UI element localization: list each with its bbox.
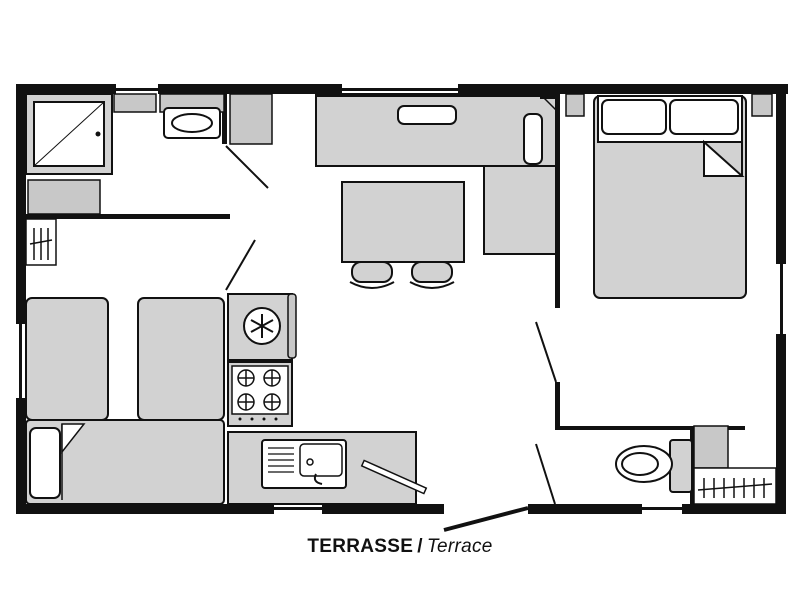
door-swings	[225, 145, 557, 532]
boiler-cabinet	[693, 425, 777, 505]
caption-label-en: Terrace	[426, 536, 493, 557]
door-bathroom	[225, 145, 269, 189]
cushion-side-icon	[523, 113, 543, 165]
double-bed	[593, 95, 747, 299]
wall-bottom-left	[16, 504, 274, 514]
wall-top-right	[458, 84, 788, 94]
bunk-bed	[25, 419, 225, 505]
wall-left-bottom	[16, 398, 26, 514]
toilet	[615, 439, 693, 493]
window-bottom-right	[642, 507, 682, 510]
caption-label-fr: TERRASSE	[307, 536, 414, 557]
window-right	[780, 264, 783, 334]
stool-right	[409, 261, 455, 289]
wall-left-top	[16, 84, 26, 324]
shelf-tile	[113, 93, 157, 113]
towel-rail	[27, 179, 101, 215]
door-entrance	[443, 506, 529, 532]
pillow-icon	[601, 99, 667, 135]
stove	[227, 361, 293, 427]
twin-bed-right	[137, 297, 225, 421]
wall-bottom-far	[682, 504, 786, 514]
wall-bath-partition	[26, 214, 230, 219]
door-wc	[535, 443, 556, 505]
door-bedroom2	[225, 239, 256, 291]
wall-top-left	[16, 84, 116, 94]
wall-bedroom-left-bottom	[555, 382, 560, 430]
caption-separator: /	[417, 536, 423, 557]
wall-right-top	[776, 84, 786, 264]
bench-seat	[315, 93, 557, 255]
washbasin	[159, 93, 225, 139]
wall-right-bottom	[776, 334, 786, 514]
window-top	[342, 88, 458, 91]
shower	[25, 93, 113, 175]
stool-icon	[351, 261, 393, 283]
toilet-icon	[621, 452, 659, 476]
cutting-board	[360, 459, 428, 495]
stool-left	[349, 261, 395, 289]
wall-bottom-mid	[322, 504, 444, 514]
stove-burner-icon	[237, 369, 281, 411]
window-bottom-left	[274, 507, 322, 510]
window-left	[19, 324, 22, 398]
pillow-icon	[669, 99, 739, 135]
kitchen-counter	[227, 431, 428, 505]
wall-kitchen-post	[222, 94, 227, 144]
terrace-caption: TERRASSE/Terrace	[0, 536, 800, 558]
window-top-left	[116, 88, 158, 91]
outer-walls	[16, 84, 788, 514]
wardrobe-post-right	[751, 93, 773, 117]
bathroom-cabinet	[229, 93, 273, 145]
twin-bed-left	[25, 297, 109, 421]
pillow-icon	[29, 427, 61, 499]
cushion-icon	[397, 105, 457, 125]
wall-bedroom-bottom	[555, 426, 745, 430]
wardrobe-post-left	[565, 93, 585, 117]
snowflake-icon	[250, 314, 274, 338]
wall-bottom-right	[528, 504, 642, 514]
heater-rack	[25, 218, 57, 266]
fridge	[227, 293, 297, 361]
wall-bedroom-left-top	[555, 94, 560, 308]
wall-top-mid	[158, 84, 342, 94]
washbasin-icon	[171, 113, 213, 133]
door-bedroom1	[535, 321, 557, 383]
dining-table	[341, 181, 465, 263]
